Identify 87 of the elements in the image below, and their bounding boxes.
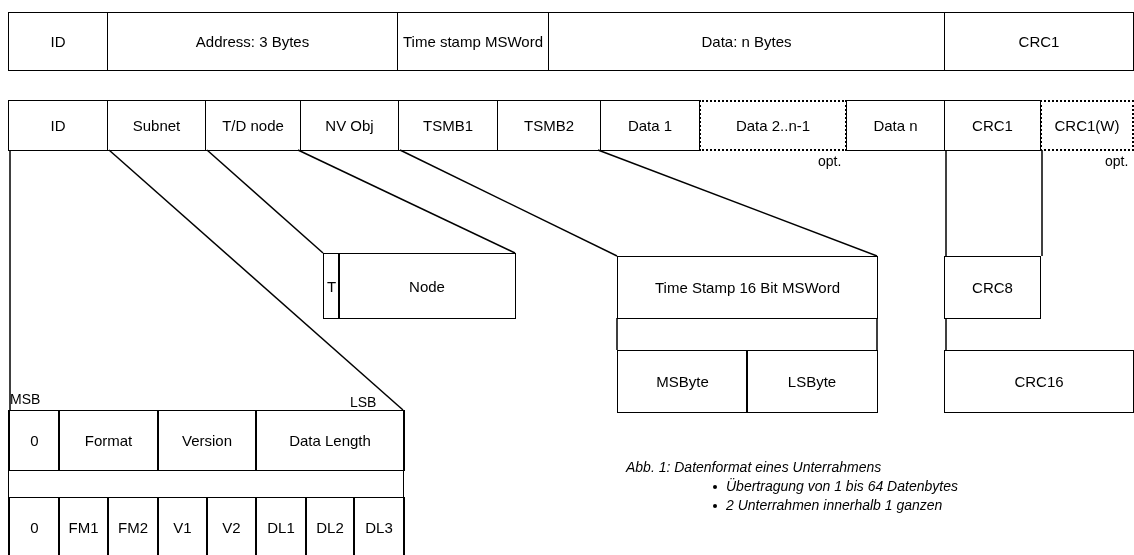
field-label: CRC1(W) (1054, 117, 1120, 134)
expansion-line (206, 149, 324, 254)
field-box (353, 497, 405, 555)
field-box (8, 12, 108, 71)
field-label: CRC1 (972, 117, 1013, 134)
field-label: FM2 (118, 518, 148, 536)
field-box (699, 100, 847, 151)
field-label: 0 (30, 518, 39, 536)
bullet-item: Übertragung von 1 bis 64 Datenbytes (710, 478, 958, 494)
field-label: Time stamp MSWord (403, 33, 543, 50)
field-label: CRC1 (1018, 33, 1060, 50)
field-label: TSMB1 (423, 117, 473, 134)
expansion-line (1041, 149, 1043, 257)
bit-order-label: MSB (10, 391, 41, 407)
field-box (548, 12, 945, 71)
field-box (58, 410, 159, 471)
field-label: T (326, 277, 337, 295)
optional-note: opt. (818, 153, 842, 169)
field-box (600, 100, 700, 151)
field-box (107, 497, 159, 555)
optional-note: opt. (1105, 153, 1129, 169)
field-box (305, 497, 355, 555)
field-label: CRC8 (972, 279, 1013, 296)
field-box (944, 350, 1134, 413)
field-box (9, 410, 60, 471)
field-label: Subnet (132, 117, 181, 134)
expansion-line (108, 149, 404, 411)
field-box (107, 100, 206, 151)
field-label: Version (181, 432, 232, 449)
field-label: Time Stamp 16 Bit MSWord (654, 279, 841, 296)
field-label: MSByte (656, 373, 709, 390)
field-label: T/D node (222, 117, 284, 134)
field-box (1040, 100, 1134, 151)
field-box (323, 253, 340, 319)
expansion-line (9, 149, 11, 411)
field-box (944, 100, 1041, 151)
expansion-line (945, 149, 947, 257)
field-box (944, 12, 1134, 71)
field-box (300, 100, 399, 151)
expansion-line (597, 149, 878, 257)
bit-order-label: LSB (350, 394, 377, 410)
field-label: DL1 (267, 518, 295, 536)
field-label: ID (50, 33, 66, 50)
field-label: V1 (173, 518, 192, 536)
field-box (205, 100, 301, 151)
field-label: Data: n Bytes (701, 33, 792, 50)
bit-field-table (8, 410, 404, 555)
field-box (9, 497, 60, 555)
field-box (255, 410, 405, 471)
field-label: Node (409, 277, 445, 295)
field-label: FM1 (68, 518, 99, 536)
field-label: NV Obj (325, 117, 374, 134)
expansion-line (399, 149, 618, 257)
field-label: Format (84, 432, 133, 449)
field-label: Data 1 (627, 117, 673, 134)
field-box (497, 100, 601, 151)
field-label: DL3 (365, 518, 393, 536)
field-box (8, 100, 108, 151)
bullet-item: 2 Unterrahmen innerhalb 1 ganzen (710, 497, 943, 513)
field-box (58, 497, 109, 555)
field-label: 0 (30, 432, 39, 449)
field-box (255, 497, 307, 555)
field-label: TSMB2 (524, 117, 574, 134)
field-box (617, 256, 878, 319)
field-label: Data 2..n-1 (735, 117, 811, 134)
field-box (157, 497, 208, 555)
field-box (107, 12, 398, 71)
field-box (746, 350, 878, 413)
field-box (617, 350, 748, 413)
field-box (397, 12, 549, 71)
caption: Abb. 1: Datenformat eines Unterrahmens (626, 459, 882, 475)
field-box (206, 497, 257, 555)
field-box (157, 410, 257, 471)
expansion-line (945, 317, 947, 351)
field-box (846, 100, 945, 151)
field-box (398, 100, 498, 151)
field-label: DL2 (316, 518, 344, 536)
field-label: Address: 3 Bytes (195, 33, 310, 50)
field-label: V2 (222, 518, 241, 536)
field-label: Data n (873, 117, 918, 134)
field-box (338, 253, 516, 319)
field-label: CRC16 (1014, 373, 1064, 390)
field-label: LSByte (787, 373, 837, 390)
field-label: ID (50, 117, 66, 134)
field-label: Data Length (289, 432, 371, 449)
expansion-line (297, 149, 516, 254)
field-box (944, 256, 1041, 319)
